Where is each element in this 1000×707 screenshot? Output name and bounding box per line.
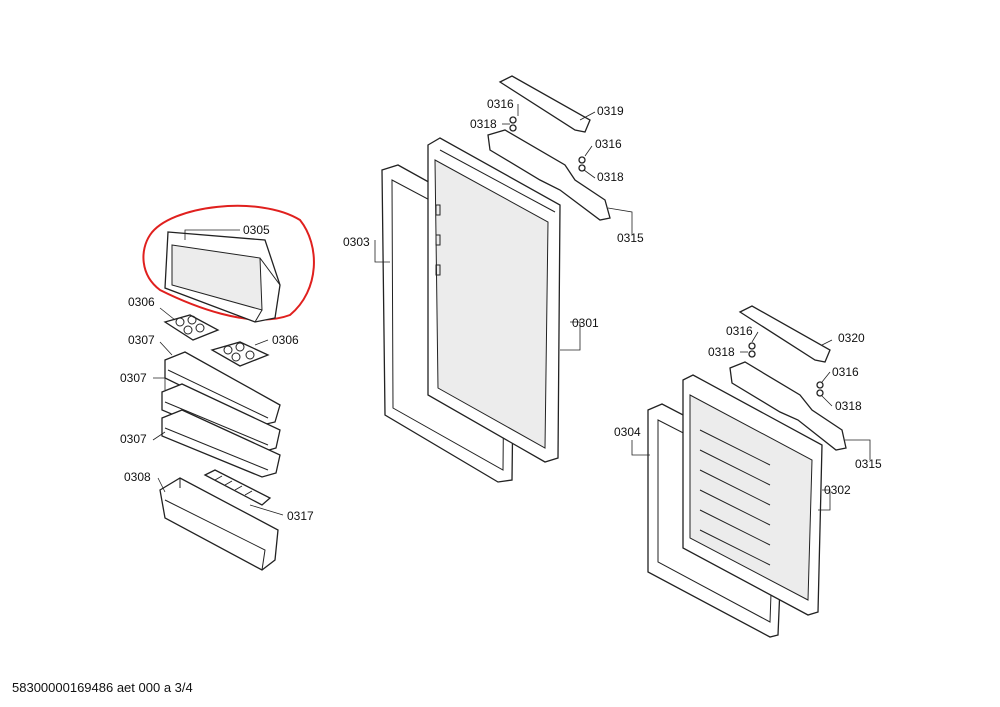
part-0315-hinge-lower[interactable]	[729, 361, 847, 451]
part-0302-freezer-door[interactable]	[682, 374, 823, 616]
part-screws-upper[interactable]	[509, 116, 586, 172]
label-0317: 0317	[287, 509, 314, 523]
label-0301: 0301	[572, 316, 599, 330]
part-0317-divider[interactable]	[203, 469, 272, 506]
part-screws-lower[interactable]	[748, 342, 824, 397]
label-0307: 0307	[120, 432, 147, 446]
label-0308: 0308	[124, 470, 151, 484]
label-0320: 0320	[838, 331, 865, 345]
label-0304: 0304	[614, 425, 641, 439]
label-0302: 0302	[824, 483, 851, 497]
label-0316: 0316	[726, 324, 753, 338]
label-0318: 0318	[708, 345, 735, 359]
part-0307-door-shelves[interactable]	[161, 351, 281, 478]
part-0315-hinge-upper[interactable]	[487, 129, 611, 221]
label-0303: 0303	[343, 235, 370, 249]
label-0319: 0319	[597, 104, 624, 118]
part-0305-compartment[interactable]	[164, 231, 281, 323]
diagram-reference-number: 58300000169486 aet 000 a 3/4	[12, 680, 193, 695]
part-0301-fridge-door[interactable]	[427, 137, 561, 463]
leader-lines	[152, 104, 871, 516]
label-0315: 0315	[617, 231, 644, 245]
label-0306: 0306	[272, 333, 299, 347]
label-0316: 0316	[832, 365, 859, 379]
label-0318: 0318	[470, 117, 497, 131]
label-0306: 0306	[128, 295, 155, 309]
part-0319-cover[interactable]	[498, 75, 591, 133]
part-0306-egg-tray-left[interactable]	[163, 314, 220, 341]
part-0308-bottle-shelf[interactable]	[159, 477, 279, 571]
part-0306-egg-tray-right[interactable]	[210, 341, 270, 367]
label-0316: 0316	[595, 137, 622, 151]
part-0320-cover[interactable]	[738, 305, 831, 363]
label-0307: 0307	[128, 333, 155, 347]
highlight-circle	[142, 204, 315, 321]
label-0316: 0316	[487, 97, 514, 111]
label-0318: 0318	[597, 170, 624, 184]
label-0315: 0315	[855, 457, 882, 471]
label-0307: 0307	[120, 371, 147, 385]
label-0318: 0318	[835, 399, 862, 413]
label-0305: 0305	[243, 223, 270, 237]
